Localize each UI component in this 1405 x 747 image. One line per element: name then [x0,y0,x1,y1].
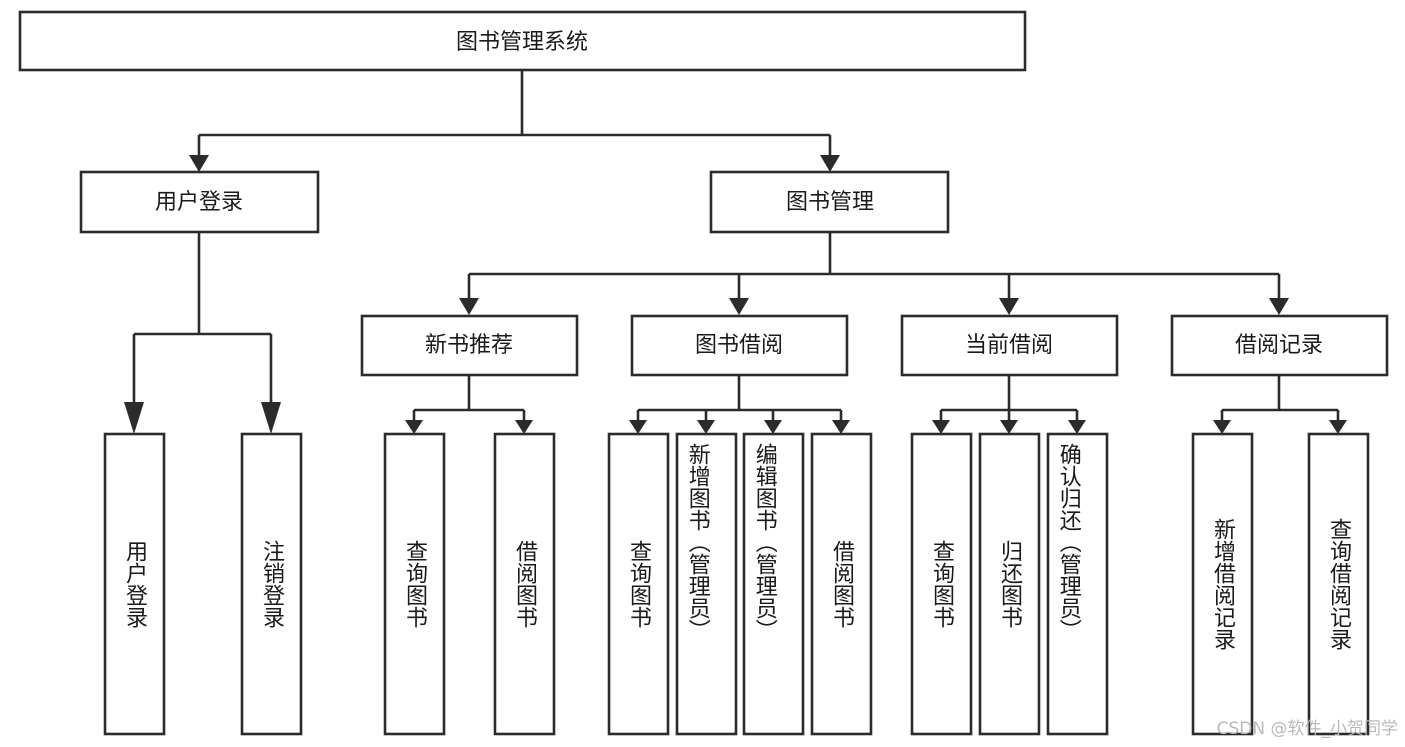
node-book-borrow-box[interactable] [630,314,849,377]
arrowhead-icon [629,420,647,434]
node-user-login[interactable]: 用户登录 [79,170,320,234]
arrowhead-icon [261,402,281,434]
node-current-borrow-label: 当前借阅 [965,333,1053,358]
leaf-box[interactable] [978,432,1041,736]
arrowhead-icon [729,298,749,315]
arrowhead-icon [405,420,423,434]
arrowhead-icon [515,420,533,434]
leaf-label: 编辑图书（管理员） [752,443,778,641]
node-book-management-label: 图书管理 [786,190,874,215]
leaf-borrow-record-1[interactable]: 新增借阅记录 [1191,432,1254,736]
leaf-label: 新增借阅记录 [1210,518,1236,650]
leaf-label: 用户登录 [122,540,148,628]
node-book-management[interactable]: 图书管理 [709,170,950,234]
leaf-user-login-2[interactable]: 注销登录 [240,432,303,736]
leaf-box[interactable] [1307,432,1370,736]
leaf-box[interactable] [493,432,556,736]
node-root-label: 图书管理系统 [456,30,588,55]
node-current-borrow-box[interactable] [900,314,1119,377]
node-new-book-recommend[interactable]: 新书推荐 [360,314,579,377]
arrowhead-icon [1068,420,1086,434]
arrowhead-icon [1213,420,1231,434]
leaf-box[interactable] [103,432,166,736]
arrowhead-icon [1000,420,1018,434]
leaf-current-borrow-3[interactable]: 确认归还（管理员） [1046,432,1109,736]
node-root-box[interactable] [18,10,1027,72]
leaf-box[interactable] [1046,432,1109,736]
node-borrow-record-box[interactable] [1170,314,1389,377]
arrowhead-icon [1329,420,1347,434]
leaf-label: 借阅图书 [829,540,855,628]
arrowhead-icon [820,155,840,172]
node-book-management-box[interactable] [709,170,950,234]
node-user-login-label: 用户登录 [155,190,243,215]
node-root[interactable]: 图书管理系统 [18,10,1027,72]
leaf-new-book-1[interactable]: 查询图书 [383,432,446,736]
node-new-book-recommend-box[interactable] [360,314,579,377]
watermark-text: CSDN @软件_小贺同学 [1217,719,1398,739]
leaf-box[interactable] [1191,432,1254,736]
leaf-book-borrow-1[interactable]: 查询图书 [607,432,670,736]
arrowhead-icon [459,298,479,315]
arrowhead-icon [189,155,209,172]
node-borrow-record[interactable]: 借阅记录 [1170,314,1389,377]
leaf-box[interactable] [383,432,446,736]
leaf-book-borrow-3[interactable]: 编辑图书（管理员） [742,432,805,736]
leaf-box[interactable] [675,432,738,736]
arrowhead-icon [764,420,782,434]
arrowhead-icon [999,298,1019,315]
arrowhead-icon [124,402,144,434]
node-borrow-record-label: 借阅记录 [1235,333,1323,358]
leaf-label: 归还图书 [997,540,1023,628]
leaf-label: 查询图书 [626,540,652,628]
leaf-current-borrow-2[interactable]: 归还图书 [978,432,1041,736]
leaf-book-borrow-2[interactable]: 新增图书（管理员） [675,432,738,736]
node-book-borrow-label: 图书借阅 [695,333,783,358]
arrowhead-icon [832,420,850,434]
leaf-box[interactable] [742,432,805,736]
leaf-label: 借阅图书 [512,540,538,628]
arrowhead-group [124,155,1347,434]
leaf-user-login-1[interactable]: 用户登录 [103,432,166,736]
leaf-label: 确认归还（管理员） [1056,443,1082,641]
leaf-label: 查询图书 [402,540,428,628]
leaf-new-book-2[interactable]: 借阅图书 [493,432,556,736]
arrowhead-icon [1269,298,1289,315]
node-new-book-recommend-label: 新书推荐 [425,333,513,358]
leaf-box[interactable] [810,432,873,736]
leaf-book-borrow-4[interactable]: 借阅图书 [810,432,873,736]
arrowhead-icon [932,420,950,434]
node-current-borrow[interactable]: 当前借阅 [900,314,1119,377]
node-user-login-box[interactable] [79,170,320,234]
leaf-current-borrow-1[interactable]: 查询图书 [910,432,973,736]
arrowhead-icon [697,420,715,434]
leaf-label: 注销登录 [259,540,285,628]
leaf-box[interactable] [607,432,670,736]
leaf-label: 查询借阅记录 [1326,518,1352,650]
leaf-label: 查询图书 [929,540,955,628]
leaf-box[interactable] [910,432,973,736]
node-book-borrow[interactable]: 图书借阅 [630,314,849,377]
leaf-label: 新增图书（管理员） [685,443,711,641]
leaf-box[interactable] [240,432,303,736]
leaf-borrow-record-2[interactable]: 查询借阅记录 [1307,432,1370,736]
